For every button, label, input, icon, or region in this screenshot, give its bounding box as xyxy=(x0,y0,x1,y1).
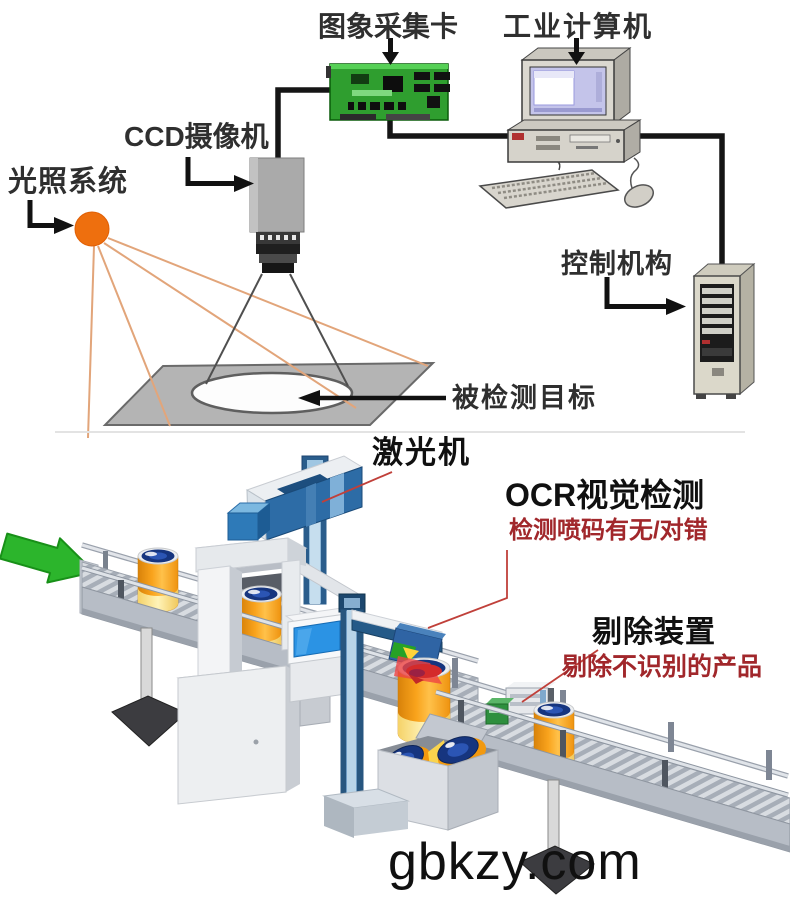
keyboard xyxy=(478,169,620,209)
machine-cabinet xyxy=(176,665,302,805)
label-industrial-pc: 工业计算机 xyxy=(503,11,654,42)
arrow-lighting xyxy=(27,200,56,228)
reject-box xyxy=(377,713,499,831)
label-controller: 控制机构 xyxy=(561,249,673,279)
mouse xyxy=(624,184,654,208)
arrow-controller xyxy=(604,277,668,309)
label-ccd-camera: CCD摄像机 xyxy=(124,121,269,152)
label-capture-card: 图象采集卡 xyxy=(318,11,459,42)
industrial-computer-graphic xyxy=(478,47,654,209)
conveyor-leg xyxy=(519,779,595,895)
annotation-arrows xyxy=(27,38,686,406)
label-target: 被检测目标 xyxy=(452,383,597,413)
product-can xyxy=(137,547,179,613)
ccd-camera-graphic xyxy=(249,157,305,273)
light-source-icon xyxy=(74,211,110,247)
label-lighting: 光照系统 xyxy=(8,166,129,198)
laser-marker-graphic xyxy=(226,455,364,611)
arrow-ccd-camera xyxy=(185,157,236,186)
label-ocr-subtitle: 检测喷码有无/对错 xyxy=(509,517,708,544)
wire-camera-to-card xyxy=(275,87,333,162)
label-laser: 激光机 xyxy=(372,435,471,470)
light-rays xyxy=(87,237,429,439)
inspection-target-graphic xyxy=(74,211,436,439)
watermark-text: gbkzy.com xyxy=(388,833,642,891)
arrow-capture-card xyxy=(388,38,393,53)
camera-view-cone xyxy=(205,273,349,387)
flow-direction-arrow-icon xyxy=(0,532,96,584)
post-base-plinth xyxy=(322,788,410,838)
connector-ocr xyxy=(427,550,508,629)
label-reject-title: 剔除装置 xyxy=(592,616,716,649)
production-line-illustration xyxy=(0,431,790,895)
right-conveyor-front xyxy=(435,689,790,853)
controller-tower-graphic xyxy=(692,262,756,399)
arrow-industrial-pc xyxy=(574,38,579,53)
label-reject-subtitle: 剔除不识别的产品 xyxy=(562,653,763,681)
top-schematic xyxy=(27,38,756,439)
conveyor-leg xyxy=(111,627,187,747)
image-capture-card-graphic xyxy=(326,63,450,121)
ocr-inspection-station xyxy=(338,593,446,803)
label-ocr-title: OCR视觉检测 xyxy=(505,477,705,513)
connector-reject xyxy=(521,649,599,703)
connector-laser xyxy=(321,471,393,503)
